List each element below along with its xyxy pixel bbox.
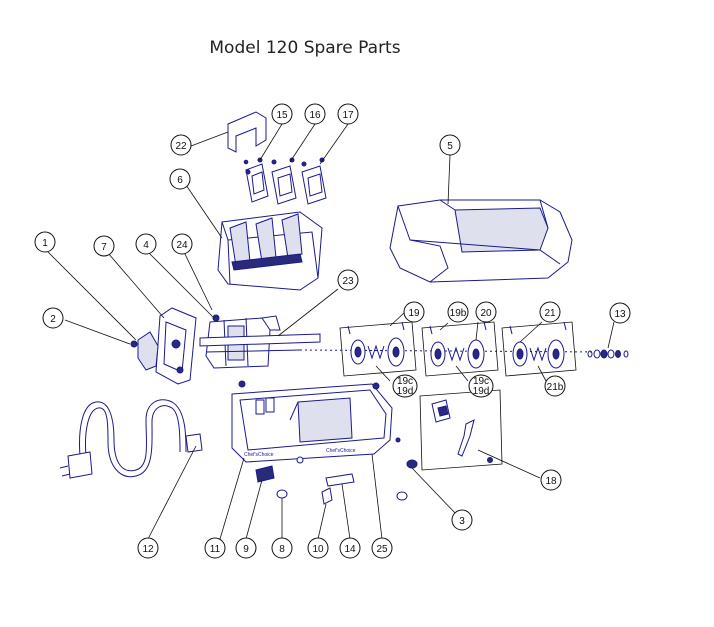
- callout-16: 16: [304, 103, 326, 125]
- callout-5-label: 5: [447, 141, 453, 152]
- callout-6: 6: [169, 168, 191, 190]
- callout-4: 4: [135, 233, 157, 255]
- callout-25-label: 25: [376, 544, 388, 555]
- diagram-title: Model 120 Spare Parts: [0, 38, 714, 58]
- callout-15: 15: [271, 103, 293, 125]
- callout-20-label: 20: [480, 308, 492, 319]
- part-17-module: [301, 157, 327, 205]
- part-9-switch: [255, 465, 275, 483]
- callout-4-label: 4: [143, 240, 149, 251]
- callout-19d-label-2: 19d: [473, 386, 490, 397]
- callout-25: 25: [371, 537, 393, 559]
- callout-19c-label-2: 19c: [473, 376, 489, 387]
- callout-10: 10: [307, 537, 329, 559]
- part-8-foot: [276, 456, 304, 499]
- callout-11-label: 11: [210, 544, 221, 555]
- callout-20: 20: [475, 301, 497, 323]
- callout-17: 17: [337, 103, 359, 125]
- part-1-bracket: [137, 331, 159, 371]
- callout-21b-label: 21b: [547, 382, 564, 393]
- part-13-washers: [587, 349, 629, 359]
- part-10-screw: [321, 487, 333, 505]
- callout-19: 19: [403, 301, 425, 323]
- part-3-foot: [396, 459, 418, 501]
- callout-7-label: 7: [101, 242, 107, 253]
- diagram-title-text: Model 120 Spare Parts: [209, 38, 401, 58]
- callout-1: 1: [34, 231, 56, 253]
- svg-text:Chef'sChoice: Chef'sChoice: [326, 448, 356, 454]
- part-18-lever-group: [419, 389, 503, 471]
- callout-7: 7: [93, 235, 115, 257]
- svg-text:Chef'sChoice: Chef'sChoice: [244, 452, 274, 458]
- callout-24-label: 24: [176, 240, 188, 251]
- callout-3-label: 3: [459, 516, 465, 527]
- callout-19c-19d-second: 19c 19d: [468, 374, 494, 398]
- callout-19c-label: 19c: [397, 376, 413, 387]
- part-14-clip: [325, 473, 355, 487]
- callout-19d-label: 19d: [397, 386, 414, 397]
- part-22-clip: [227, 111, 267, 165]
- callout-8: 8: [271, 537, 293, 559]
- part-7-end-plate: [155, 307, 197, 385]
- callout-14-label: 14: [344, 544, 356, 555]
- callout-2: 2: [42, 307, 64, 329]
- part-5-housing-cover: [389, 199, 573, 283]
- callout-21: 21: [539, 301, 561, 323]
- callout-13-label: 13: [614, 309, 626, 320]
- callout-9-label: 9: [243, 544, 249, 555]
- callout-14: 14: [339, 537, 361, 559]
- callout-19-label: 19: [408, 308, 420, 319]
- callout-22: 22: [170, 134, 192, 156]
- callout-11: 11: [204, 537, 226, 559]
- callout-18: 18: [540, 469, 562, 491]
- callout-24: 24: [171, 233, 193, 255]
- callout-21-label: 21: [544, 308, 556, 319]
- callout-16-label: 16: [309, 110, 321, 121]
- callout-6-label: 6: [177, 175, 183, 186]
- callout-5: 5: [439, 134, 461, 156]
- callout-3: 3: [451, 509, 473, 531]
- part-2-screw: [130, 340, 138, 348]
- callout-15-label: 15: [276, 110, 288, 121]
- callout-12-label: 12: [142, 544, 154, 555]
- part-12-power-cord: [59, 399, 203, 479]
- callout-22-label: 22: [175, 141, 187, 152]
- part-6-blade-block: [217, 211, 323, 291]
- callout-13: 13: [609, 302, 631, 324]
- callout-12: 12: [137, 537, 159, 559]
- part-16-module: [271, 157, 297, 205]
- callout-23-label: 23: [342, 276, 354, 287]
- callout-8-label: 8: [279, 544, 285, 555]
- callout-18-label: 18: [545, 476, 557, 487]
- leader-lines: [44, 123, 615, 540]
- part-20-wheel-group: [421, 321, 499, 377]
- part-15-module: [245, 157, 269, 203]
- callout-19c-19d: 19c 19d: [392, 374, 418, 398]
- callout-23: 23: [337, 269, 359, 291]
- part-19-wheel-group: [339, 321, 417, 377]
- part-25-base: Chef'sChoice Chef'sChoice: [231, 380, 401, 463]
- callout-19b: 19b: [447, 301, 469, 323]
- callout-21b: 21b: [544, 375, 566, 397]
- part-21-wheel-group: [501, 321, 577, 377]
- callout-9: 9: [235, 537, 257, 559]
- callout-2-label: 2: [50, 314, 56, 325]
- callout-19b-label: 19b: [450, 308, 467, 319]
- callout-1-label: 1: [42, 238, 48, 249]
- callout-10-label: 10: [312, 544, 324, 555]
- callout-17-label: 17: [342, 110, 354, 121]
